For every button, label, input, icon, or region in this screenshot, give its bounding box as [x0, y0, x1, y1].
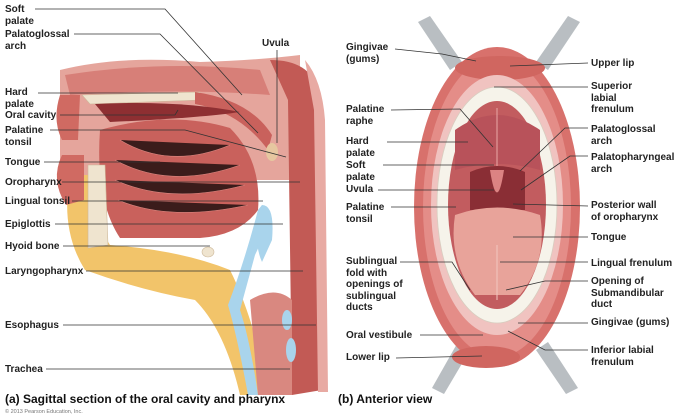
sagittal-label-tongue: Tongue	[5, 157, 41, 168]
anterior-label-posterior-wall: Posterior wall of oropharynx	[591, 200, 659, 223]
sagittal-label-trachea: Trachea	[5, 364, 43, 375]
anterior-label-upper-lip: Upper lip	[591, 58, 635, 69]
anterior-label-gingivae: Gingivae (gums)	[346, 42, 389, 65]
anterior-label-palatopharyngeal: Palatopharyngeal arch	[591, 152, 675, 175]
sagittal-label-uvula: Uvula	[262, 38, 290, 49]
anterior-label-opening-of: Opening of Submandibular duct	[591, 276, 664, 310]
anterior-label-superior: Superior labial frenulum	[591, 81, 634, 115]
sagittal-label-palatoglossal: Palatoglossal arch	[5, 29, 70, 52]
anterior-label-gingivae-gums-: Gingivae (gums)	[591, 317, 670, 328]
sagittal-label-esophagus: Esophagus	[5, 320, 59, 331]
anterior-label-hard: Hard palate	[346, 136, 375, 159]
sagittal-section-illustration	[56, 55, 328, 395]
anterior-label-soft: Soft palate	[346, 160, 375, 183]
anterior-view-illustration	[414, 16, 580, 394]
anterior-label-lingual-frenulum: Lingual frenulum	[591, 258, 673, 269]
anterior-label-sublingual: Sublingual fold with openings of subling…	[346, 256, 403, 313]
caption-sagittal: (a) Sagittal section of the oral cavity …	[5, 392, 286, 406]
sagittal-label-lingual-tonsil: Lingual tonsil	[5, 196, 70, 207]
sagittal-label-hard: Hard palate	[5, 87, 34, 110]
anterior-label-inferior-labial: Inferior labial frenulum	[591, 345, 654, 368]
sagittal-label-laryngopharynx: Laryngopharynx	[5, 266, 84, 277]
sagittal-label-soft: Soft palate	[5, 4, 34, 27]
anterior-label-palatine: Palatine tonsil	[346, 202, 385, 225]
sagittal-label-oropharynx: Oropharynx	[5, 177, 62, 188]
anterior-label-uvula: Uvula	[346, 184, 374, 195]
sagittal-label-hyoid-bone: Hyoid bone	[5, 241, 60, 252]
sagittal-label-oral-cavity: Oral cavity	[5, 110, 57, 121]
anterior-label-palatoglossal: Palatoglossal arch	[591, 124, 656, 147]
anterior-label-oral-vestibule: Oral vestibule	[346, 330, 413, 341]
sagittal-label-epiglottis: Epiglottis	[5, 219, 51, 230]
anterior-label-tongue: Tongue	[591, 232, 627, 243]
anterior-label-lower-lip: Lower lip	[346, 352, 390, 363]
caption-anterior: (b) Anterior view	[338, 392, 433, 406]
sagittal-label-palatine: Palatine tonsil	[5, 125, 44, 148]
anterior-label-palatine: Palatine raphe	[346, 104, 385, 127]
copyright-text: © 2013 Pearson Education, Inc.	[5, 409, 83, 415]
